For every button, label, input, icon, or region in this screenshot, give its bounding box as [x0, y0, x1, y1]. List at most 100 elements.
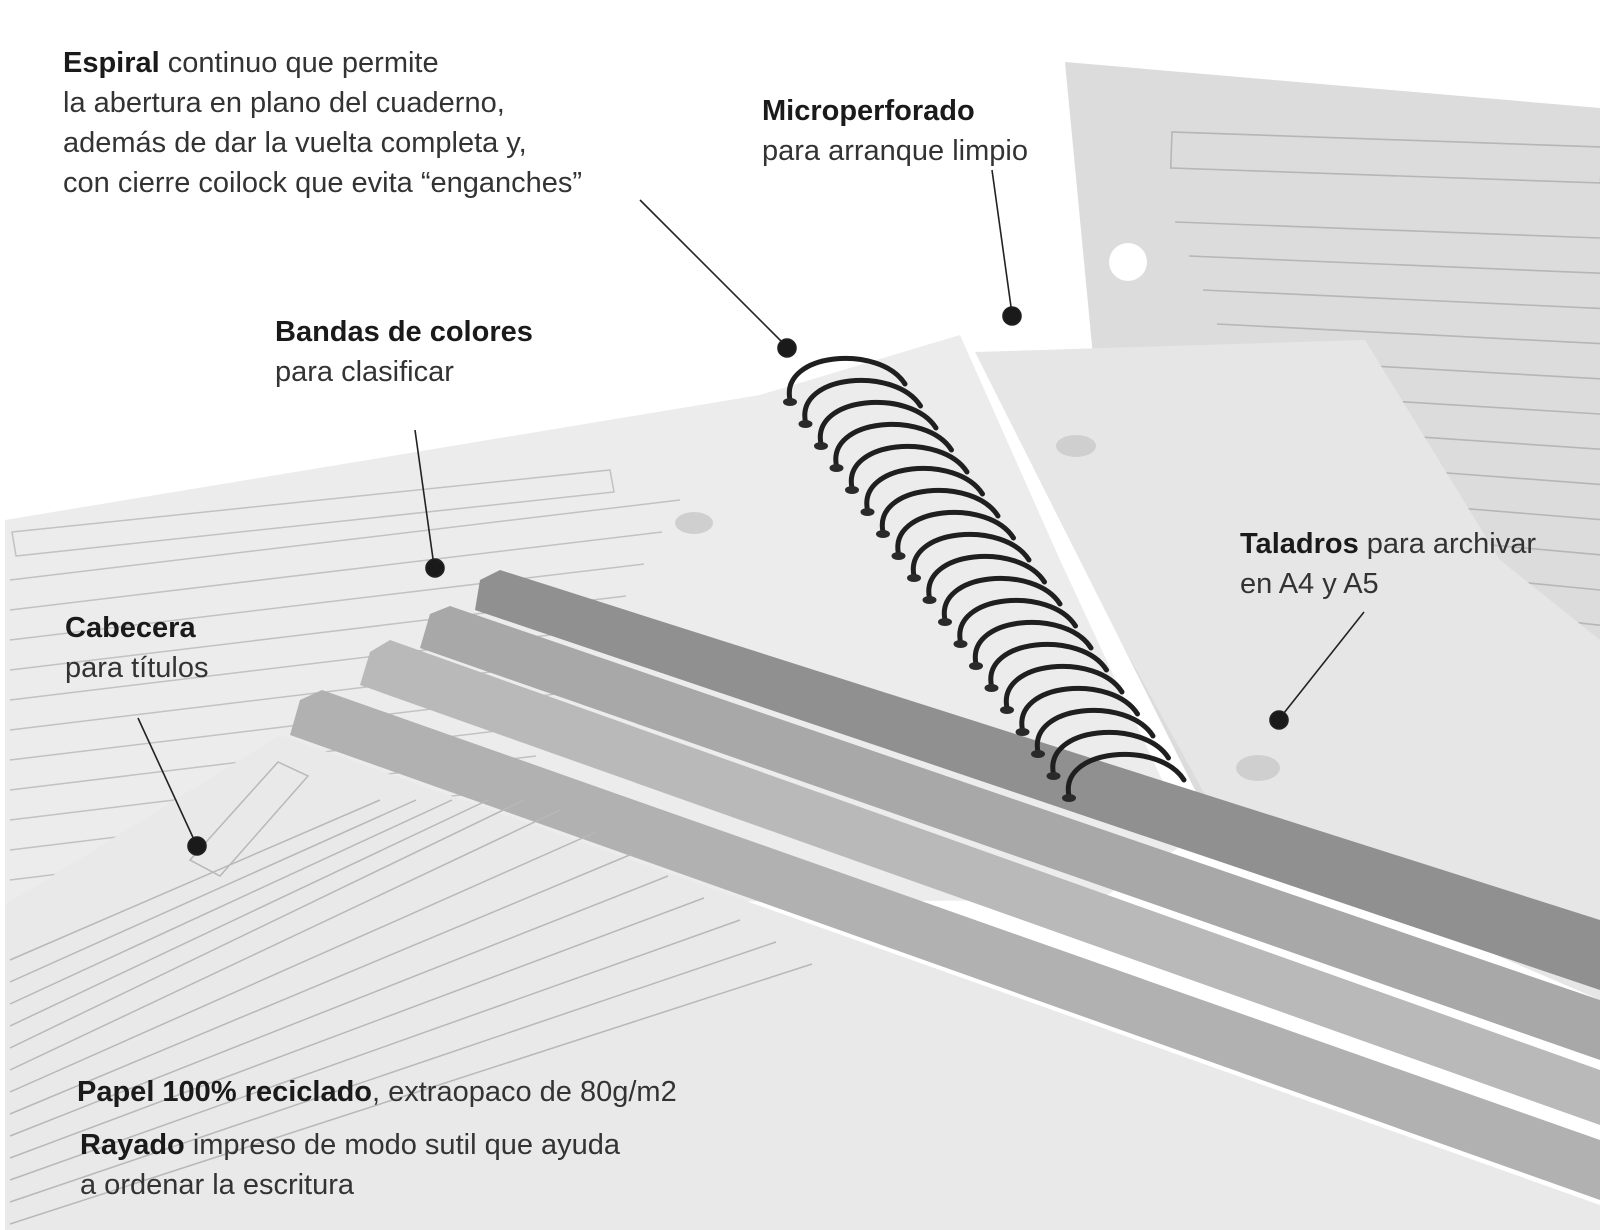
spiral-coil	[817, 400, 939, 447]
rule-line	[9, 853, 633, 1115]
leader-dot-espiral	[777, 338, 797, 358]
callout-espiral-title: Espiral	[63, 47, 160, 79]
spiral-hole	[953, 640, 968, 648]
spiral-coil	[864, 466, 985, 513]
spiral-coil	[941, 576, 1063, 623]
rule-line	[9, 799, 381, 961]
callout-espiral-line-1: la abertura en plano del cuaderno,	[63, 87, 505, 119]
leader-cabecera	[137, 717, 197, 845]
callout-papel-rest: , extraopaco de 80g/m2	[372, 1076, 677, 1108]
punch-hole-middle-2	[1236, 755, 1280, 781]
rule-line	[9, 799, 525, 1049]
callout-bandas: Bandas de colores para clasificar	[275, 312, 533, 392]
callout-rayado-line-1: a ordenar la escritura	[80, 1169, 355, 1201]
spiral-hole	[860, 508, 875, 516]
color-band-2	[420, 606, 1600, 1060]
rule-line	[1174, 221, 1600, 239]
spiral-hole	[845, 486, 859, 494]
callout-leaders	[137, 169, 1365, 856]
rule-line	[9, 941, 777, 1203]
spiral-hole	[922, 596, 937, 604]
rule-line	[9, 799, 417, 983]
spiral-coil	[802, 378, 923, 425]
spiral-coil	[1034, 708, 1156, 755]
spiral-coil	[848, 444, 970, 491]
rule-line	[9, 531, 663, 611]
middle-page	[975, 340, 1600, 1000]
callout-rayado-title: Rayado	[80, 1129, 185, 1161]
spiral-coil	[1019, 686, 1140, 733]
callout-cabecera: Cabecera para títulos	[65, 608, 208, 688]
rule-line	[9, 897, 705, 1159]
spiral-coil	[910, 532, 1032, 579]
rule-line	[9, 831, 597, 1093]
callout-taladros-line-1: en A4 y A5	[1240, 568, 1379, 600]
spiral-hole	[984, 684, 999, 692]
callout-rayado-rest: impreso de modo sutil que ayuda	[184, 1129, 621, 1161]
spiral-coil	[833, 422, 954, 469]
rule-line	[1202, 289, 1600, 310]
callout-espiral-line-2: además de dar la vuelta completa y,	[63, 127, 527, 159]
callout-taladros-rest: para archivar	[1358, 528, 1537, 560]
spiral-hole	[891, 552, 906, 560]
spiral-coil	[972, 620, 1094, 667]
callout-espiral: Espiral continuo que permite la abertura…	[63, 43, 582, 203]
rule-line	[9, 809, 561, 1071]
leader-espiral	[639, 199, 788, 348]
callout-microperforado: Microperforado para arranque limpio	[762, 91, 1028, 171]
spiral-coil	[988, 642, 1109, 689]
leader-taladros	[1279, 611, 1365, 719]
color-band-4	[290, 690, 1600, 1200]
punch-hole-flipped	[1109, 243, 1147, 281]
spiral-coil	[957, 598, 1078, 645]
callout-espiral-line-3: con cierre coilock que evita “enganches”	[63, 167, 583, 199]
punch-hole-left	[675, 512, 713, 534]
rule-line	[9, 799, 489, 1027]
spiral-coil	[895, 510, 1016, 557]
rule-line	[9, 919, 741, 1181]
callout-rayado: Rayado impreso de modo sutil que ayuda a…	[80, 1125, 620, 1205]
spiral-hole	[798, 420, 813, 428]
rule-line	[9, 563, 645, 641]
rule-line	[9, 799, 453, 1005]
rule-line	[9, 499, 681, 581]
callout-microperforado-title: Microperforado	[762, 95, 975, 127]
leader-dot-cabecera	[187, 836, 207, 856]
spiral-hole	[1015, 728, 1030, 736]
callout-cabecera-line-1: para títulos	[65, 652, 209, 684]
color-band-3	[360, 640, 1600, 1125]
spiral-hole	[1000, 706, 1014, 714]
spiral-hole	[1062, 794, 1076, 802]
rule-line	[9, 963, 813, 1225]
front-page-header	[188, 761, 310, 877]
callout-bandas-line-1: para clasificar	[275, 356, 454, 388]
spiral-binding	[783, 356, 1187, 802]
leader-dot-taladros	[1269, 710, 1289, 730]
leader-dot-microperforado	[1002, 306, 1022, 326]
spiral-hole	[829, 464, 844, 472]
front-page-rules	[9, 799, 813, 1225]
spiral-coil	[786, 356, 908, 403]
spiral-hole	[1046, 772, 1061, 780]
flipped-page-header	[1169, 131, 1600, 184]
callout-bandas-title: Bandas de colores	[275, 316, 533, 348]
spiral-coil	[1065, 752, 1187, 799]
callout-microperforado-line-1: para arranque limpio	[762, 135, 1028, 167]
leader-bandas	[414, 429, 435, 567]
rule-line	[1188, 255, 1600, 274]
spiral-hole	[907, 574, 921, 582]
spiral-coil	[879, 488, 1001, 535]
spiral-hole	[876, 530, 890, 538]
leader-microperforado	[991, 169, 1013, 315]
spiral-coil	[1003, 664, 1125, 711]
spiral-hole	[938, 618, 952, 626]
left-back-page-header	[11, 469, 615, 557]
callout-espiral-rest: continuo que permite	[159, 47, 439, 79]
leader-dot-bandas	[425, 558, 445, 578]
callout-taladros: Taladros para archivar en A4 y A5	[1240, 524, 1536, 604]
callout-papel-title: Papel 100% reciclado	[77, 1076, 372, 1108]
spiral-hole	[1031, 750, 1045, 758]
callout-papel: Papel 100% reciclado, extraopaco de 80g/…	[77, 1072, 677, 1112]
rule-line	[1216, 323, 1600, 345]
